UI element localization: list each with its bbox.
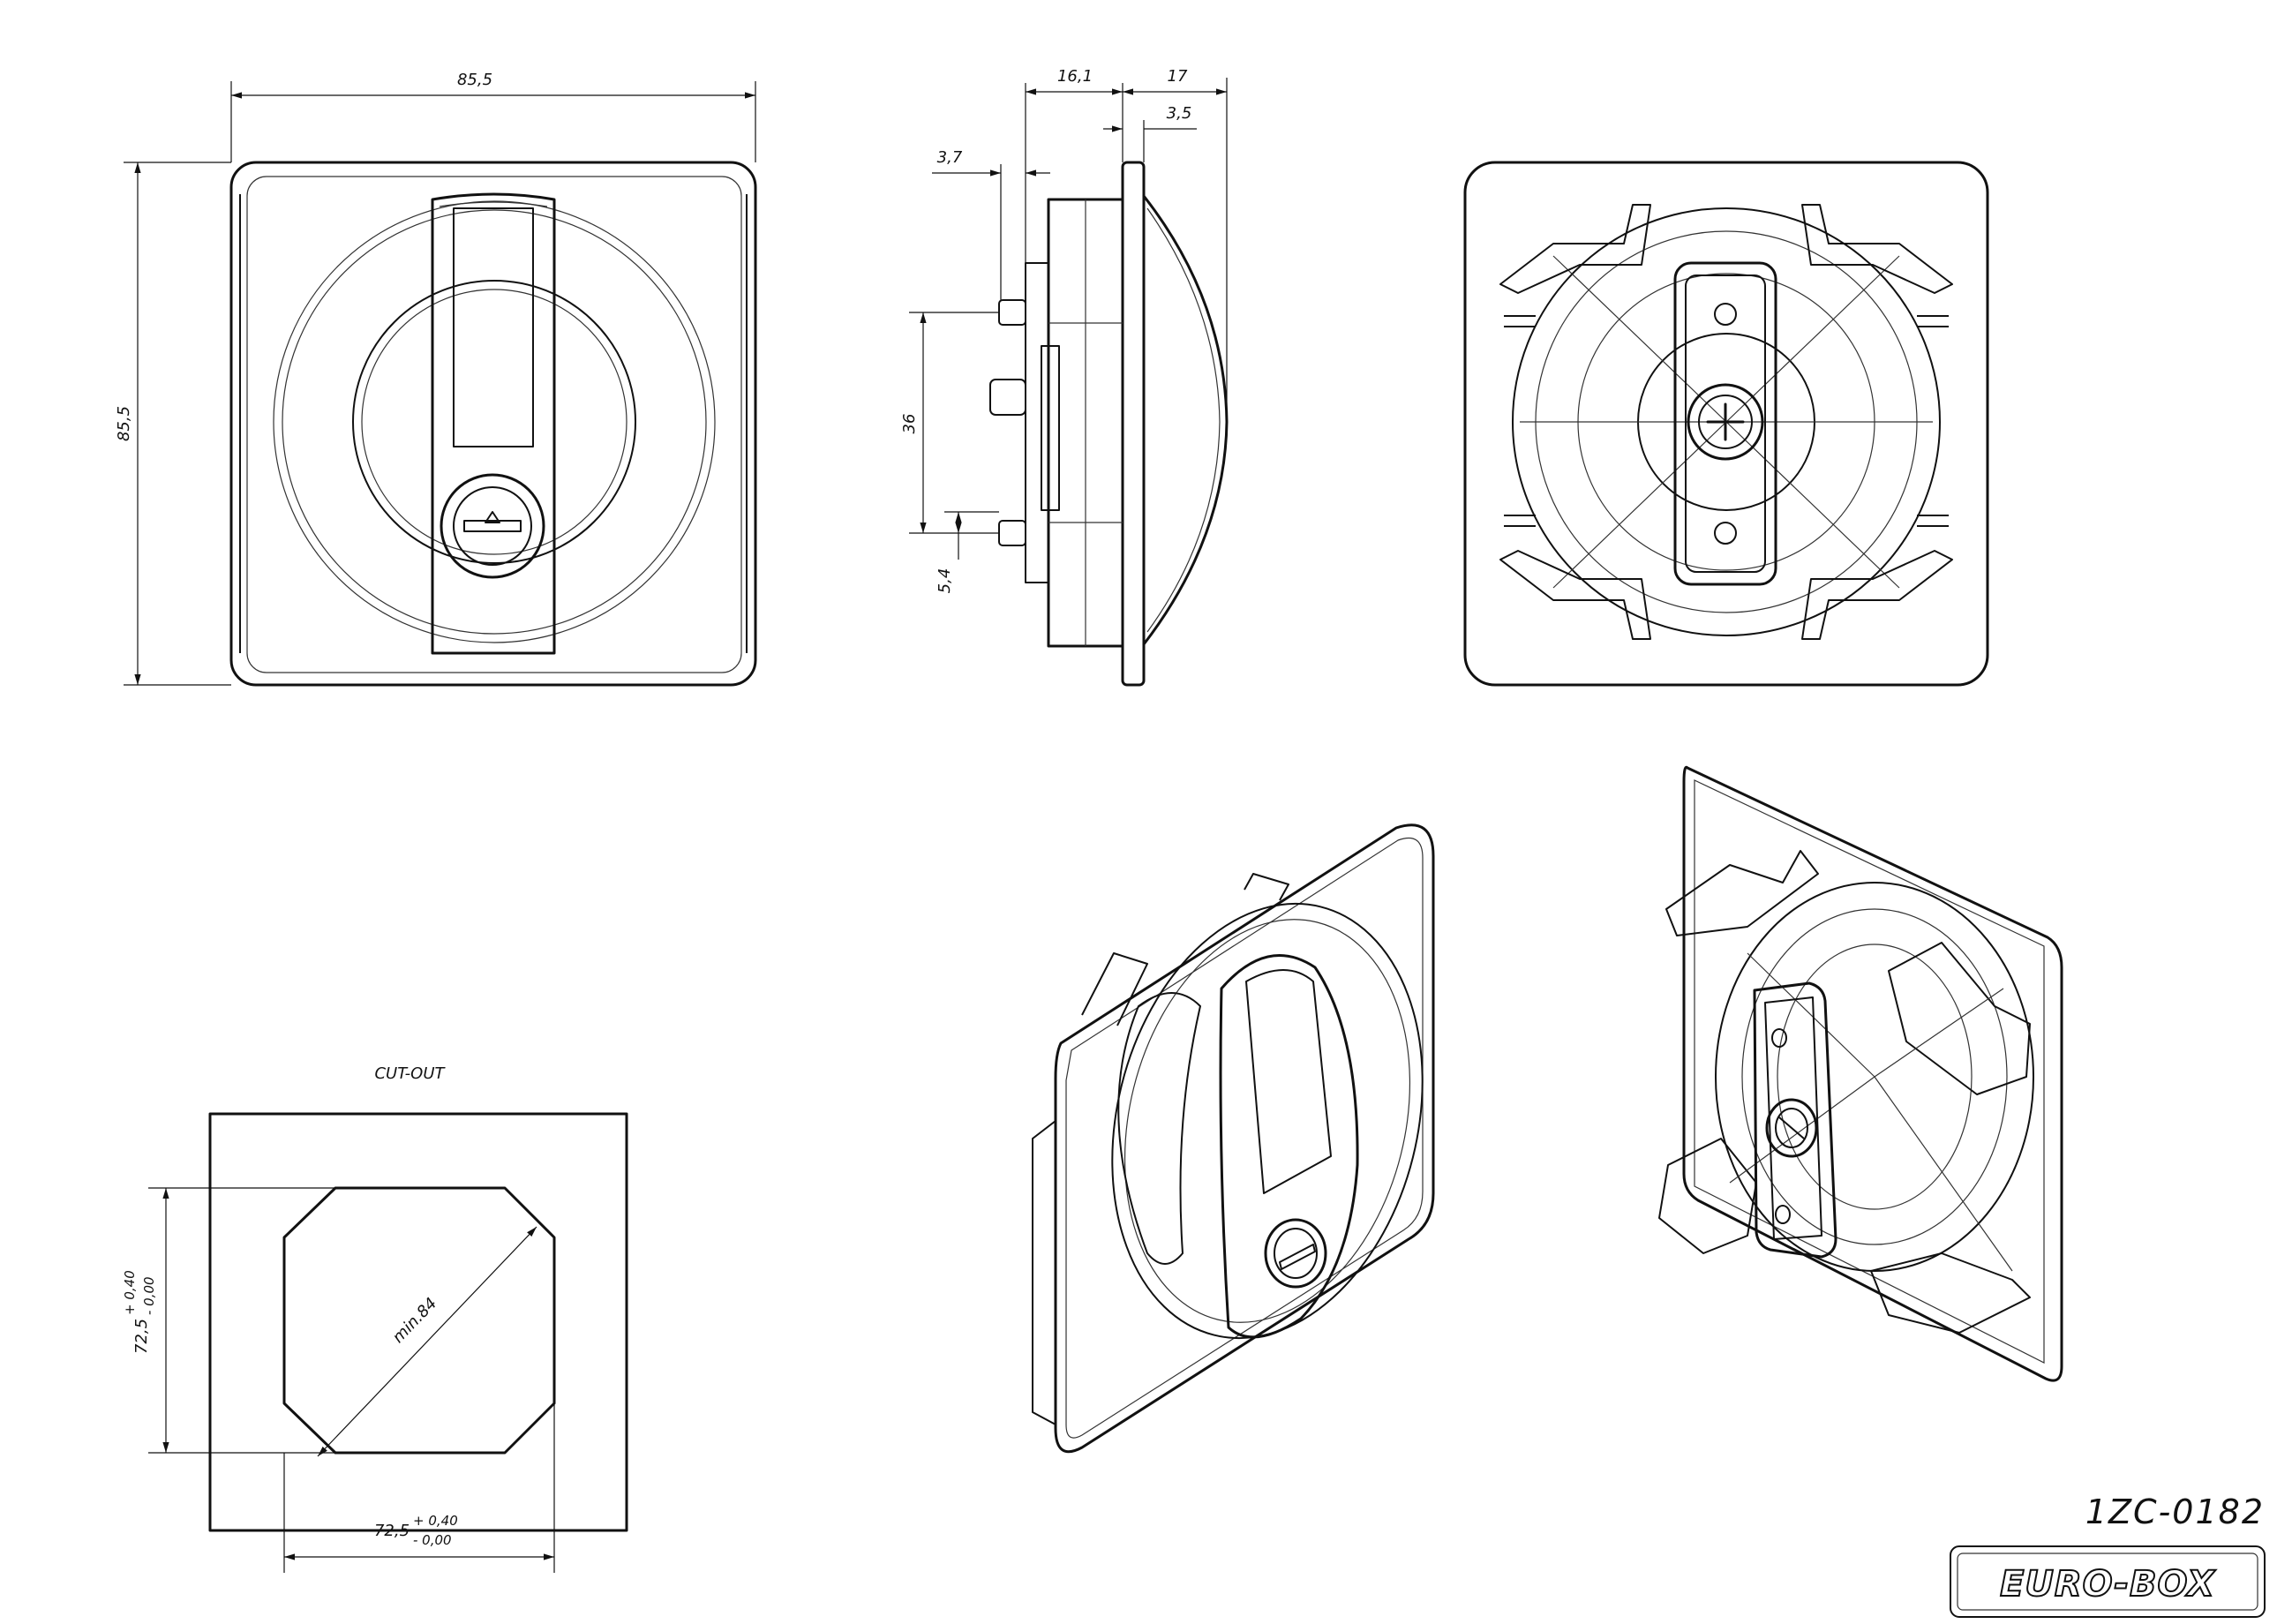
- center-screw-icon: [1687, 383, 1764, 461]
- cutout-diag-dim: min.84: [389, 1294, 441, 1347]
- isometric-rear-view: [1658, 765, 2063, 1382]
- front-height-dim: 85,5: [115, 406, 133, 441]
- euro-box-logo: EURO-BOX: [1950, 1545, 2266, 1618]
- front-width-dim: 85,5: [457, 71, 492, 89]
- screw-icon: [989, 299, 1026, 546]
- cutout-width-tol-minus: - 0,00: [413, 1532, 452, 1548]
- part-number: 1ZC-0182: [2085, 1492, 2265, 1531]
- side-dim-3-7: 3,7: [937, 148, 963, 167]
- side-dim-5-4: 5,4: [936, 568, 954, 594]
- title-block: 1ZC-0182 EURO-BOX: [1950, 1492, 2266, 1618]
- rear-view: [1463, 161, 1989, 687]
- cutout-height-tol-minus: - 0,00: [141, 1276, 157, 1315]
- iso-screw-icon: [1765, 1098, 1818, 1158]
- isometric-front-view: [1032, 823, 1435, 1454]
- cutout-height-dim: 72,5: [132, 1319, 151, 1354]
- side-dim-17: 17: [1168, 67, 1188, 86]
- cutout-width-dim: 72,5: [374, 1522, 410, 1540]
- cutout-width-tol-plus: + 0,40: [413, 1513, 458, 1529]
- cutout-title: CUT-OUT: [374, 1064, 446, 1083]
- side-dim-36: 36: [900, 414, 919, 434]
- front-view: 85,5 85,5: [115, 71, 757, 687]
- side-view: 16,1 17 3,5 3,7 36 5,4: [900, 67, 1229, 687]
- logo-text: EURO-BOX: [2000, 1564, 2216, 1605]
- side-dim-16-1: 16,1: [1057, 67, 1093, 86]
- iso-lock-icon: [1264, 1218, 1327, 1289]
- lock-cylinder-icon: [440, 473, 545, 579]
- cutout-height-tol-plus: + 0,40: [122, 1270, 138, 1315]
- cutout-view: CUT-OUT min.84 72,5 + 0,40 - 0,00 72,5 +…: [122, 1064, 628, 1573]
- side-dim-3-5: 3,5: [1167, 104, 1192, 123]
